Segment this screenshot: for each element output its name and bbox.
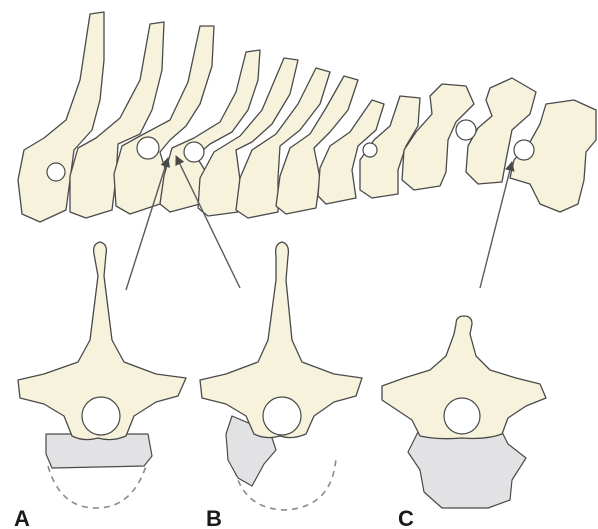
intervertebral-foramen (137, 137, 159, 159)
vertebral-body-partial (46, 434, 152, 468)
missing-body-outline (48, 466, 146, 508)
label-c: C (398, 506, 414, 529)
vertebra-c (382, 316, 546, 508)
vertebral-body-complete (408, 432, 526, 508)
spinal-canal (263, 397, 301, 435)
label-a: A (14, 506, 30, 529)
intervertebral-foramen (514, 140, 534, 160)
vertebra-a (18, 242, 186, 508)
label-b: B (206, 506, 222, 529)
spinal-canal (82, 397, 120, 435)
spinal-canal (444, 398, 480, 434)
intervertebral-foramen (456, 120, 476, 140)
lateral-spine-view (18, 12, 596, 222)
intervertebral-foramen (47, 163, 65, 181)
intervertebral-foramen (184, 142, 204, 162)
intervertebral-foramen (363, 143, 377, 157)
vertebra-b (200, 242, 362, 510)
